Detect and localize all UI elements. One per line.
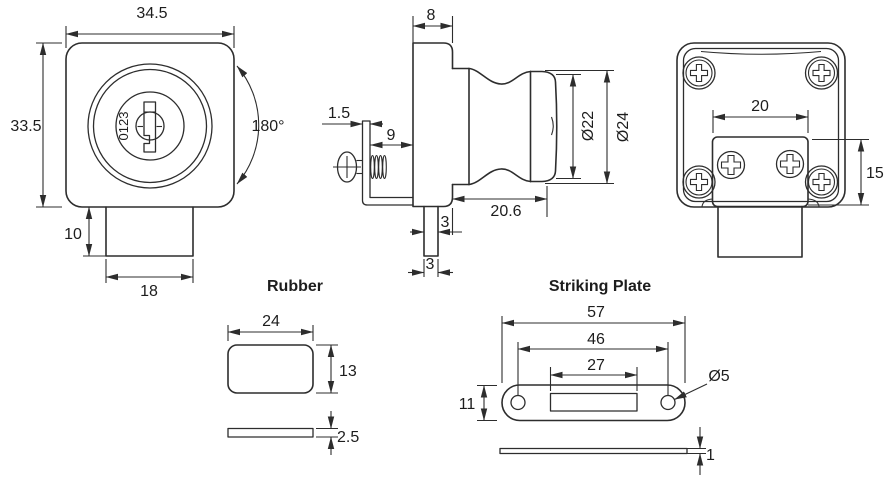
dim-plate-overall-width: 57 xyxy=(587,304,605,321)
phillips-cross-icon xyxy=(812,63,831,83)
end-cap-slot-mark xyxy=(550,116,554,136)
dim-plate-width: 20 xyxy=(751,98,769,115)
lock-body-back xyxy=(676,42,846,208)
dim-screw-length: 9 xyxy=(387,127,396,144)
lock-face-ring xyxy=(92,68,208,184)
lock-body-front xyxy=(65,42,235,208)
dim-hole-diameter: Ø5 xyxy=(708,368,729,385)
back-inner-outline xyxy=(682,47,840,203)
dim-rubber-thickness: 2.5 xyxy=(337,429,359,446)
barrel-waist-top xyxy=(468,67,532,85)
dim-front-height: 33.5 xyxy=(10,118,41,135)
side-view: 8 Ø22 Ø24 1.5 xyxy=(322,7,632,277)
mounting-flange xyxy=(412,42,454,208)
latch-tab-side xyxy=(423,205,439,257)
dim-plate-height: 11 xyxy=(459,396,476,413)
mounting-hole xyxy=(510,394,526,411)
plate-ear xyxy=(701,198,713,207)
leader-line xyxy=(674,383,708,400)
phillips-cross-icon xyxy=(689,63,709,83)
cylinder-face xyxy=(115,91,185,161)
rubber-pad-side xyxy=(227,427,314,438)
mounting-hole xyxy=(660,394,676,411)
dim-plate-height: 15 xyxy=(866,165,884,182)
dim-hole-spacing: 46 xyxy=(587,331,605,348)
phillips-cross-icon xyxy=(689,172,709,192)
dim-cylinder-diameter: Ø22 xyxy=(580,111,597,141)
latch-tab-front xyxy=(105,206,194,257)
latch-tab-back xyxy=(717,205,803,258)
dim-rubber-height: 13 xyxy=(339,363,357,380)
screw-thread xyxy=(374,154,379,180)
phillips-cross-icon xyxy=(812,172,831,192)
front-view: 34.5 0123 180° 33.5 10 18 xyxy=(10,5,284,300)
striking-plate-title: Striking Plate xyxy=(549,278,651,295)
screw-thread xyxy=(370,154,375,180)
corner-screw xyxy=(804,56,839,90)
dim-bracket-thickness: 1.5 xyxy=(328,105,350,122)
plate-screw xyxy=(775,149,805,179)
dim-latch-width: 18 xyxy=(140,283,158,300)
screw-thread xyxy=(382,154,387,180)
corner-screw xyxy=(682,56,716,90)
rubber-part: Rubber 24 13 2.5 xyxy=(227,278,359,455)
rubber-pad xyxy=(227,344,314,394)
mounting-bracket xyxy=(361,120,414,206)
plate-screw xyxy=(716,150,746,180)
dim-body-depth: 20.6 xyxy=(490,203,521,220)
end-cap xyxy=(529,70,558,183)
dim-slot-width: 27 xyxy=(587,357,605,374)
dim-latch-drop: 10 xyxy=(64,226,82,243)
dim-rubber-width: 24 xyxy=(262,313,280,330)
back-plate xyxy=(711,136,809,208)
corner-screw xyxy=(804,165,839,199)
dim-latch-travel: 3 xyxy=(426,256,435,273)
back-view: 20 15 xyxy=(676,42,884,258)
rotation-arc xyxy=(236,65,260,185)
barrel-waist-bottom xyxy=(468,168,532,186)
dim-front-width: 34.5 xyxy=(136,5,167,22)
dim-body-diameter: Ø24 xyxy=(615,112,632,142)
striking-plate-body xyxy=(501,384,686,422)
dim-rotation-angle: 180° xyxy=(251,118,284,135)
phillips-cross-icon xyxy=(720,154,742,176)
dim-flange-thickness: 8 xyxy=(427,7,436,24)
rubber-title: Rubber xyxy=(267,278,323,295)
latch-slot xyxy=(549,392,638,412)
keyway xyxy=(143,101,157,153)
dim-latch-thickness: 3 xyxy=(441,214,450,231)
striking-plate-side xyxy=(499,447,688,455)
key-code-label: 0123 xyxy=(116,112,131,141)
corner-screw xyxy=(682,165,716,199)
screw-thread xyxy=(378,154,383,180)
striking-plate-part: Striking Plate 57 46 27 11 Ø5 xyxy=(459,278,730,475)
lock-face-outer-ring xyxy=(87,63,213,189)
back-top-edge xyxy=(700,50,822,55)
dim-plate-thickness: 1 xyxy=(706,447,715,464)
phillips-cross-icon xyxy=(779,153,801,175)
